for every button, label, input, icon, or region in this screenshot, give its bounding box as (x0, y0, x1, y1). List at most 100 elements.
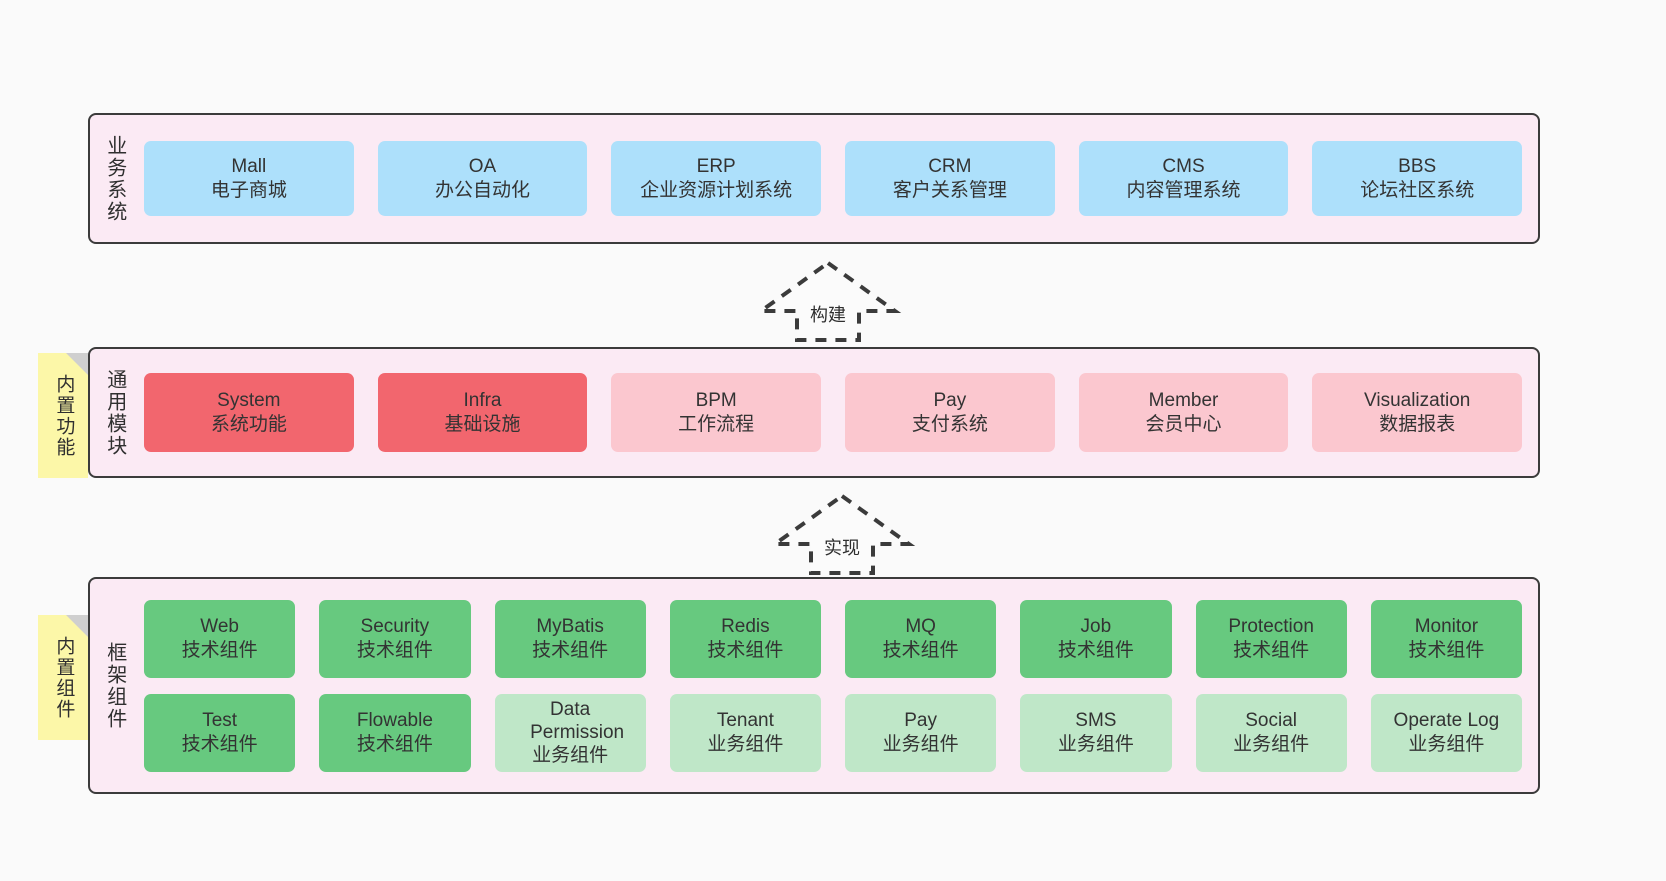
card-title: MQ (905, 616, 936, 638)
card-visualization[interactable]: Visualization 数据报表 (1312, 373, 1523, 452)
card-title: Flowable (356, 710, 433, 732)
card-flowable[interactable]: Flowable 技术组件 (319, 693, 471, 772)
connector-build-arrow: 构建 (754, 260, 902, 342)
card-title: OA (468, 156, 497, 178)
card-monitor[interactable]: Monitor 技术组件 (1370, 599, 1522, 678)
card-redis[interactable]: Redis 技术组件 (669, 599, 821, 678)
note-builtin-function: 内置功能 (38, 353, 88, 478)
card-pay-component[interactable]: Pay 业务组件 (845, 693, 997, 772)
card-title: Test (202, 710, 238, 732)
card-bbs[interactable]: BBS 论坛社区系统 (1312, 141, 1523, 216)
card-subtitle: 技术组件 (181, 639, 258, 661)
card-subtitle: 系统功能 (210, 413, 287, 435)
card-subtitle: 业务组件 (882, 733, 959, 755)
card-subtitle: 工作流程 (678, 413, 755, 435)
card-title: Infra (463, 390, 502, 412)
card-system[interactable]: System 系统功能 (144, 373, 354, 452)
card-tenant[interactable]: Tenant 业务组件 (669, 693, 821, 772)
common-card-row: System 系统功能 Infra 基础设施 BPM 工作流程 Pay 支付系统… (144, 373, 1523, 452)
card-title: Visualization (1364, 390, 1471, 412)
note-label: 内置功能 (53, 373, 75, 458)
card-subtitle: 技术组件 (1057, 639, 1134, 661)
card-member[interactable]: Member 会员中心 (1078, 373, 1289, 452)
layer-common-body: System 系统功能 Infra 基础设施 BPM 工作流程 Pay 支付系统… (138, 349, 1538, 476)
card-title: Protection (1228, 616, 1314, 638)
card-subtitle: 数据报表 (1379, 413, 1456, 435)
note-label: 内置组件 (53, 635, 75, 720)
card-erp[interactable]: ERP 企业资源计划系统 (611, 141, 822, 216)
card-bpm[interactable]: BPM 工作流程 (611, 373, 822, 452)
card-mybatis[interactable]: MyBatis 技术组件 (494, 599, 646, 678)
card-crm[interactable]: CRM 客户关系管理 (845, 141, 1055, 216)
card-subtitle: 技术组件 (1233, 639, 1310, 661)
card-subtitle: 论坛社区系统 (1360, 179, 1475, 201)
note-builtin-component: 内置组件 (38, 615, 88, 740)
card-subtitle: 技术组件 (707, 639, 784, 661)
card-subtitle: 技术组件 (356, 733, 433, 755)
layer-framework-title: 框架组件 (103, 641, 126, 730)
card-title: Redis (721, 616, 770, 638)
card-title: BPM (695, 390, 737, 412)
layer-common-module: 通用模块 System 系统功能 Infra 基础设施 BPM 工作流程 Pay… (88, 347, 1540, 478)
card-mq[interactable]: MQ 技术组件 (845, 599, 997, 678)
layer-framework-body: Web 技术组件 Security 技术组件 MyBatis 技术组件 Redi… (138, 579, 1538, 792)
card-social[interactable]: Social 业务组件 (1195, 693, 1347, 772)
card-title: Member (1148, 390, 1219, 412)
card-cms[interactable]: CMS 内容管理系统 (1078, 141, 1289, 216)
card-web[interactable]: Web 技术组件 (144, 599, 296, 678)
card-subtitle: 技术组件 (356, 639, 433, 661)
card-job[interactable]: Job 技术组件 (1020, 599, 1172, 678)
card-title: CRM (928, 156, 972, 178)
layer-business-body: Mall 电子商城 OA 办公自动化 ERP 企业资源计划系统 CRM 客户关系… (138, 115, 1538, 242)
framework-card-row-1: Web 技术组件 Security 技术组件 MyBatis 技术组件 Redi… (144, 599, 1522, 678)
card-title: Monitor (1414, 616, 1479, 638)
layer-framework-component: 框架组件 Web 技术组件 Security 技术组件 MyBatis 技术组件… (88, 577, 1540, 794)
card-title: Mall (231, 156, 267, 178)
card-title: System (217, 390, 281, 412)
card-subtitle: 业务组件 (1408, 733, 1485, 755)
card-subtitle: 业务组件 (1057, 733, 1134, 755)
card-title: Web (200, 616, 239, 638)
card-subtitle: 企业资源计划系统 (640, 179, 793, 201)
layer-business-title: 业务系统 (103, 134, 126, 223)
connector-build-shape (754, 260, 902, 342)
card-protection[interactable]: Protection 技术组件 (1195, 599, 1347, 678)
card-data-permission[interactable]: Data Permission 业务组件 (494, 693, 646, 772)
card-subtitle: 业务组件 (707, 733, 784, 755)
card-title: Operate Log (1393, 710, 1500, 732)
card-title: Security (360, 616, 430, 638)
card-test[interactable]: Test 技术组件 (144, 693, 296, 772)
card-title: Job (1080, 616, 1112, 638)
card-title: ERP (696, 156, 736, 178)
card-title: Pay (933, 390, 967, 412)
card-title: CMS (1162, 156, 1205, 178)
business-card-row: Mall 电子商城 OA 办公自动化 ERP 企业资源计划系统 CRM 客户关系… (144, 141, 1523, 216)
card-sms[interactable]: SMS 业务组件 (1020, 693, 1172, 772)
card-subtitle: 技术组件 (882, 639, 959, 661)
card-subtitle: 电子商城 (210, 179, 287, 201)
connector-implement-shape (768, 493, 916, 575)
card-subtitle: 技术组件 (181, 733, 258, 755)
card-subtitle: 支付系统 (911, 413, 988, 435)
card-oa[interactable]: OA 办公自动化 (377, 141, 588, 216)
framework-card-row-2: Test 技术组件 Flowable 技术组件 Data Permission … (144, 693, 1522, 772)
card-subtitle: 会员中心 (1145, 413, 1222, 435)
connector-implement-arrow: 实现 (768, 493, 916, 575)
card-operate-log[interactable]: Operate Log 业务组件 (1370, 693, 1522, 772)
card-title: Social (1245, 710, 1297, 732)
note-fold-corner-icon (66, 353, 88, 375)
note-fold-corner-icon (66, 615, 88, 637)
card-subtitle: 业务组件 (1233, 733, 1310, 755)
card-subtitle: 业务组件 (532, 745, 609, 767)
card-subtitle: 客户关系管理 (892, 179, 1007, 201)
card-mall[interactable]: Mall 电子商城 (144, 141, 354, 216)
layer-common-title: 通用模块 (103, 368, 126, 457)
card-subtitle: 技术组件 (532, 639, 609, 661)
card-title: BBS (1398, 156, 1437, 178)
card-security[interactable]: Security 技术组件 (319, 599, 471, 678)
card-infra[interactable]: Infra 基础设施 (377, 373, 588, 452)
card-subtitle: 内容管理系统 (1126, 179, 1241, 201)
card-subtitle: 基础设施 (444, 413, 521, 435)
card-pay[interactable]: Pay 支付系统 (845, 373, 1055, 452)
